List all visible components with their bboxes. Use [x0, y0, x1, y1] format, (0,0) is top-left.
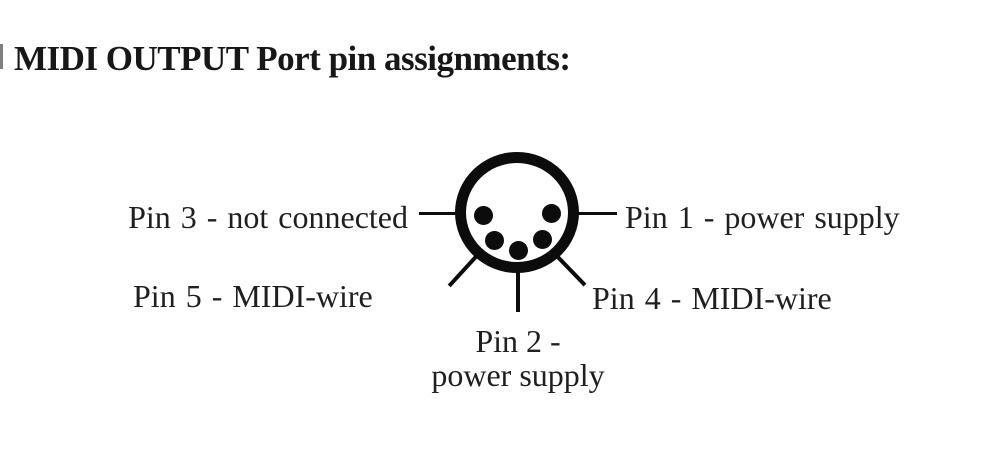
pin1-dot — [542, 204, 561, 223]
scan-artifact-mark — [0, 44, 3, 69]
pin1-leader-line — [578, 211, 617, 215]
pin2-leader-line — [516, 262, 520, 312]
pin3-leader-line — [419, 211, 458, 215]
pin2-label-line1: Pin 2 - — [475, 323, 561, 359]
pin2-label-line2: power supply — [431, 357, 605, 393]
pin2-dot — [508, 240, 528, 260]
pin5-dot — [484, 230, 504, 250]
page-title: MIDI OUTPUT Port pin assignments: — [14, 39, 571, 78]
pin5-leader-line — [447, 249, 483, 287]
pin3-label: Pin 3 - not connected — [128, 199, 408, 235]
pin4-dot — [532, 229, 552, 249]
pin5-label: Pin 5 - MIDI-wire — [133, 278, 373, 314]
pin4-label: Pin 4 - MIDI-wire — [592, 280, 832, 316]
pin3-dot — [473, 205, 493, 225]
pin4-leader-line — [554, 253, 587, 286]
pin2-label: Pin 2 - power supply — [388, 324, 648, 392]
pin1-label: Pin 1 - power supply — [625, 199, 900, 235]
